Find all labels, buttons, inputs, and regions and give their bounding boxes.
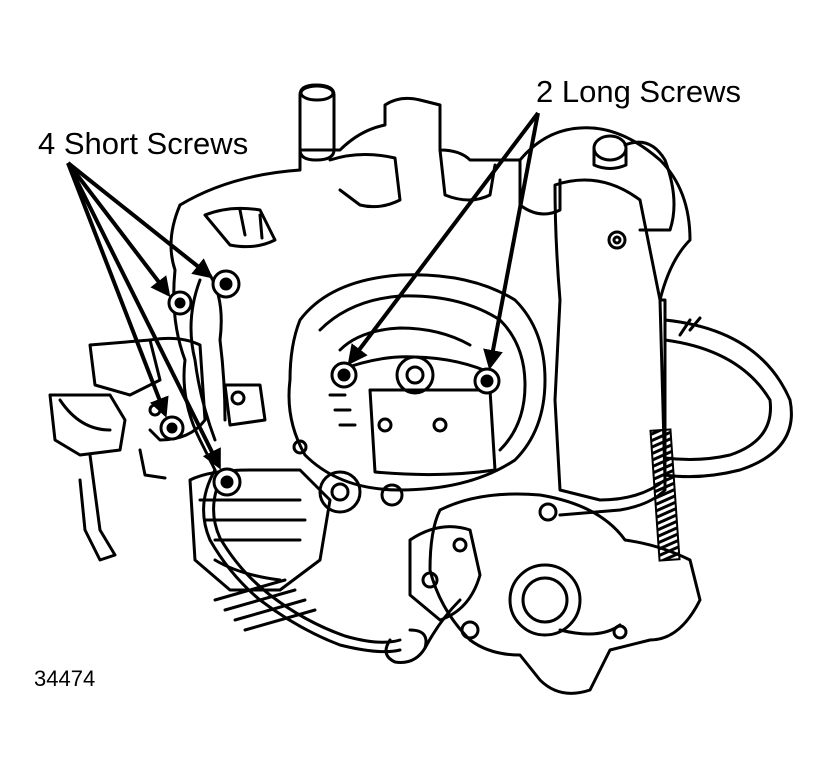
short-screws-callout: 4 Short Screws — [38, 126, 249, 161]
long-screw-1 — [330, 361, 358, 389]
long-screws-leaders — [347, 111, 540, 370]
short-screw-2 — [167, 290, 193, 316]
short-screws-leaders — [66, 161, 221, 470]
short-screw-4 — [212, 467, 242, 497]
long-screw-2 — [473, 367, 501, 395]
long-screws-callout: 2 Long Screws — [536, 74, 742, 109]
choke-spring — [649, 428, 681, 562]
figure-number: 34474 — [34, 666, 96, 691]
screw-heads — [159, 269, 501, 497]
carburetor-body — [48, 83, 793, 695]
short-screw-1 — [211, 269, 241, 299]
short-screw-3 — [159, 415, 185, 441]
